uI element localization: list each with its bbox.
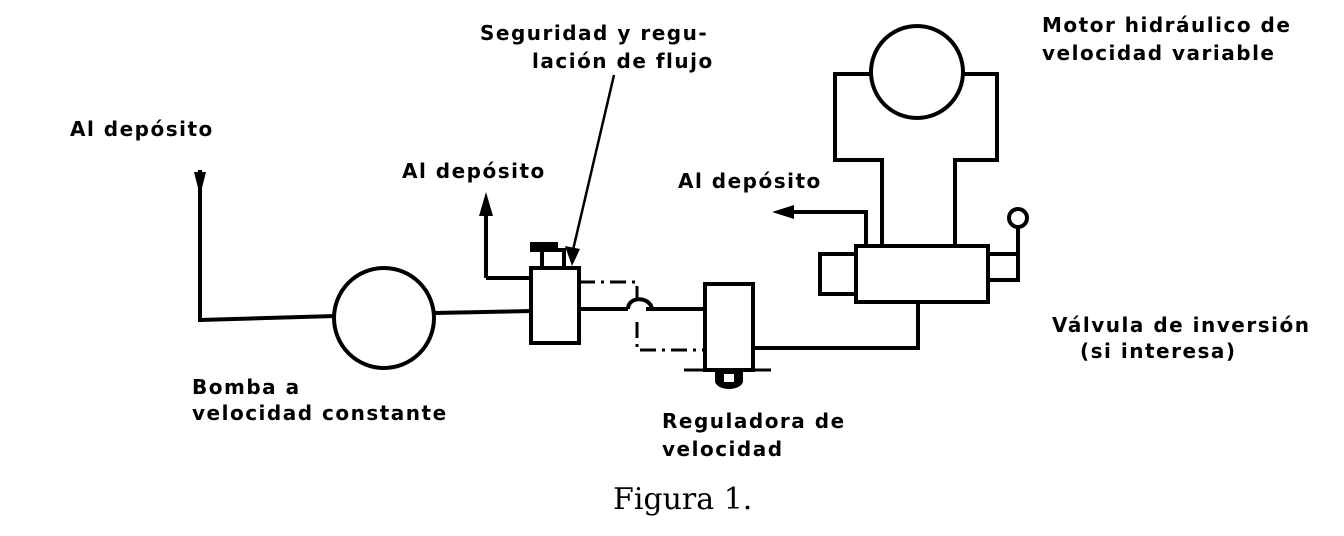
pipe-regulator-to-valve — [753, 302, 920, 350]
reversing-valve — [818, 207, 1029, 304]
figure-caption: Figura 1. — [613, 482, 752, 517]
label-motor-line1: Motor hidráulico de — [1042, 13, 1291, 37]
label-speed-line2: velocidad — [662, 437, 784, 461]
label-pump-line1: Bomba a — [192, 375, 301, 399]
hydraulic-motor — [833, 24, 999, 246]
constant-speed-pump — [332, 266, 436, 370]
tank-line-middle — [479, 192, 531, 280]
label-safety-line1: Seguridad y regu- — [480, 21, 708, 45]
label-tank-right: Al depósito — [678, 169, 822, 193]
label-safety-line2: lación de flujo — [532, 49, 714, 73]
speed-regulator-valve — [684, 282, 771, 389]
safety-pointer-arrow — [565, 74, 616, 266]
label-motor-line2: velocidad variable — [1042, 41, 1275, 65]
tank-line-right — [772, 205, 868, 246]
label-valve-line1: Válvula de inversión — [1052, 313, 1310, 337]
label-speed-line1: Reguladora de — [662, 409, 846, 433]
safety-flow-valve — [529, 242, 581, 345]
label-pump-line2: velocidad constante — [192, 401, 448, 425]
label-tank-left: Al depósito — [70, 117, 214, 141]
label-valve-line2: (si interesa) — [1080, 339, 1237, 363]
pipe-pump-to-safety-valve — [433, 309, 532, 315]
tank-line-left — [194, 170, 336, 322]
label-tank-middle: Al depósito — [402, 159, 546, 183]
pipe-safety-to-regulator — [579, 297, 705, 311]
pilot-line — [579, 280, 705, 352]
